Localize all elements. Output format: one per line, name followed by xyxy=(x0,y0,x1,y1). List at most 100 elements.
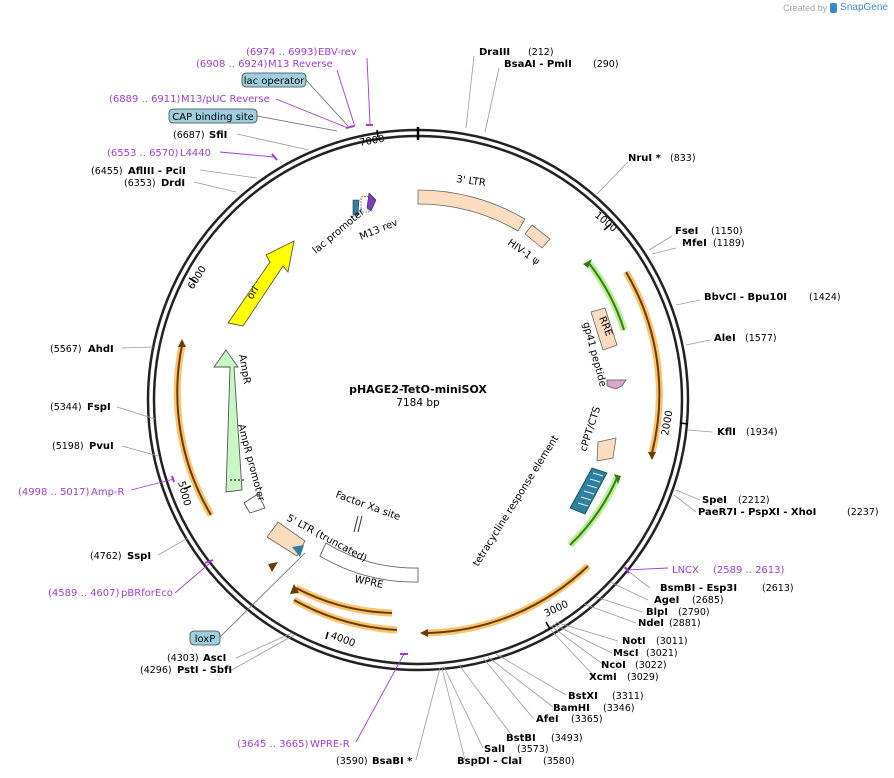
site-bspdi-pos: (3580) xyxy=(543,756,575,767)
factor-xa-mark-b xyxy=(353,515,359,533)
label-lac-operator: lac operator xyxy=(244,76,305,87)
site-sspi[interactable]: SspI xyxy=(127,551,151,562)
tick-7000: 7000 xyxy=(359,134,386,149)
site-bamhi-pos: (3346) xyxy=(603,703,635,714)
site-paer7i[interactable]: PaeR7I - PspXI - XhoI xyxy=(698,507,816,518)
tick-2000: 2000 xyxy=(660,410,675,437)
credit-prefix: Created by xyxy=(783,2,828,13)
site-nrui-pos: (833) xyxy=(670,153,696,164)
site-noti-pos: (3011) xyxy=(656,636,688,647)
green-feature-arcs xyxy=(567,259,628,548)
primer-lncx-name: LNCX xyxy=(672,565,699,576)
tick-4000: 4000 xyxy=(329,630,357,649)
primer-pbrforeco-name: pBRforEco xyxy=(121,588,173,599)
ampr-promoter-feature xyxy=(243,493,266,514)
site-msci[interactable]: MscI xyxy=(613,648,639,659)
snapgene-logo-icon xyxy=(830,2,838,13)
primer-ebv-rev-range: (6974 .. 6993) xyxy=(246,47,318,58)
site-fsei-pos: (1150) xyxy=(711,226,743,237)
factor-xa-mark-a xyxy=(357,515,363,533)
site-fspi[interactable]: FspI xyxy=(87,402,111,413)
label-3-ltr: 3' LTR xyxy=(456,174,487,189)
site-bstxi[interactable]: BstXI xyxy=(568,691,598,702)
site-bspdi[interactable]: BspDI - ClaI xyxy=(457,756,522,767)
primer-wpre-r-name: WPRE-R xyxy=(310,739,350,750)
cap-binding-site-box xyxy=(168,108,258,124)
site-psti-pos: (4296) xyxy=(140,665,172,676)
site-paer7i-pos: (2237) xyxy=(847,507,879,518)
site-sali[interactable]: SalI xyxy=(484,744,505,755)
green-arrow-heads xyxy=(583,259,621,484)
site-afliii[interactable]: AflIII - PciI xyxy=(128,166,186,177)
lac-operator-box xyxy=(241,72,307,88)
minor-ticks xyxy=(183,129,689,640)
site-asci-pos: (4303) xyxy=(167,653,199,664)
lac-promoter-feature xyxy=(352,192,377,216)
site-bsaai[interactable]: BsaAI - PmlI xyxy=(504,59,572,70)
site-bstbi[interactable]: BstBI xyxy=(506,733,536,744)
site-agei[interactable]: AgeI xyxy=(654,595,679,606)
tre-feature xyxy=(569,467,608,515)
site-mfei[interactable]: MfeI xyxy=(682,238,707,249)
site-ahdi[interactable]: AhdI xyxy=(88,344,114,355)
primer-ebv-rev-name: EBV-rev xyxy=(318,47,357,58)
rre-feature xyxy=(590,307,618,351)
site-ndei[interactable]: NdeI xyxy=(638,618,664,629)
orange-feature-arcs xyxy=(173,270,663,637)
site-spei-pos: (2212) xyxy=(738,495,770,506)
site-noti[interactable]: NotI xyxy=(622,636,646,647)
site-psti[interactable]: PstI - SbfI xyxy=(177,665,232,676)
label-loxp: loxP xyxy=(195,634,216,645)
site-afei[interactable]: AfeI xyxy=(536,714,559,725)
site-ncoi[interactable]: NcoI xyxy=(601,660,626,671)
tick-5000: 5000 xyxy=(175,480,192,507)
site-spei[interactable]: SpeI xyxy=(702,495,727,506)
primer-pbrforeco-range: (4589 .. 4607) xyxy=(48,588,120,599)
site-ncoi-pos: (3022) xyxy=(635,660,667,671)
credit-brand: SnapGene xyxy=(840,2,888,13)
gp41-peptide-feature xyxy=(606,379,627,390)
primer-m13puc-range: (6889 .. 6911) xyxy=(109,94,181,105)
primer-markers xyxy=(171,124,630,655)
3-ltr-feature xyxy=(417,189,526,232)
site-asci[interactable]: AscI xyxy=(203,653,226,664)
label-ampr: AmpR xyxy=(236,354,252,385)
site-fsei[interactable]: FseI xyxy=(675,226,698,237)
site-bsabi-pos: (3590) xyxy=(336,756,368,767)
site-bbvci[interactable]: BbvCI - Bpu10I xyxy=(704,292,787,303)
site-draiii-pos: (212) xyxy=(528,47,554,58)
site-blpi[interactable]: BlpI xyxy=(646,607,668,618)
snapgene-credit: Created by SnapGene xyxy=(783,2,888,13)
site-alei[interactable]: AleI xyxy=(714,333,736,344)
primer-ampr-name: Amp-R xyxy=(91,487,125,498)
site-bamhi[interactable]: BamHI xyxy=(553,703,590,714)
site-kfli-pos: (1934) xyxy=(746,427,778,438)
site-xcmi[interactable]: XcmI xyxy=(589,672,617,683)
site-pvui[interactable]: PvuI xyxy=(89,441,114,452)
site-bsabi[interactable]: BsaBI * xyxy=(372,756,413,767)
site-bsmbi[interactable]: BsmBI - Esp3I xyxy=(660,583,737,594)
orange-arrow-heads xyxy=(178,339,656,637)
site-bsaai-pos: (290) xyxy=(593,59,619,70)
site-bstxi-pos: (3311) xyxy=(612,691,644,702)
site-draiii[interactable]: DraIII xyxy=(479,47,510,58)
site-mfei-pos: (1189) xyxy=(713,238,745,249)
loxp-box xyxy=(189,630,221,646)
wpre-feature xyxy=(319,542,419,583)
site-blpi-pos: (2790) xyxy=(678,607,710,618)
primer-wpre-r-range: (3645 .. 3665) xyxy=(237,739,309,750)
site-drdi-pos: (6353) xyxy=(124,178,156,189)
primer-m13-reverse-name: M13 Reverse xyxy=(268,59,333,70)
site-sfii[interactable]: SfiI xyxy=(209,130,227,141)
ori-feature xyxy=(227,240,295,327)
ampr-feature xyxy=(213,349,243,493)
cppt-cts-feature xyxy=(596,437,617,462)
site-sspi-pos: (4762) xyxy=(90,551,122,562)
site-nrui[interactable]: NruI * xyxy=(628,153,662,164)
site-alei-pos: (1577) xyxy=(745,333,777,344)
site-drdi[interactable]: DrdI xyxy=(161,178,185,189)
site-kfli[interactable]: KflI xyxy=(717,427,736,438)
primer-m13-reverse-range: (6908 .. 6924) xyxy=(196,59,268,70)
site-xcmi-pos: (3029) xyxy=(627,672,659,683)
